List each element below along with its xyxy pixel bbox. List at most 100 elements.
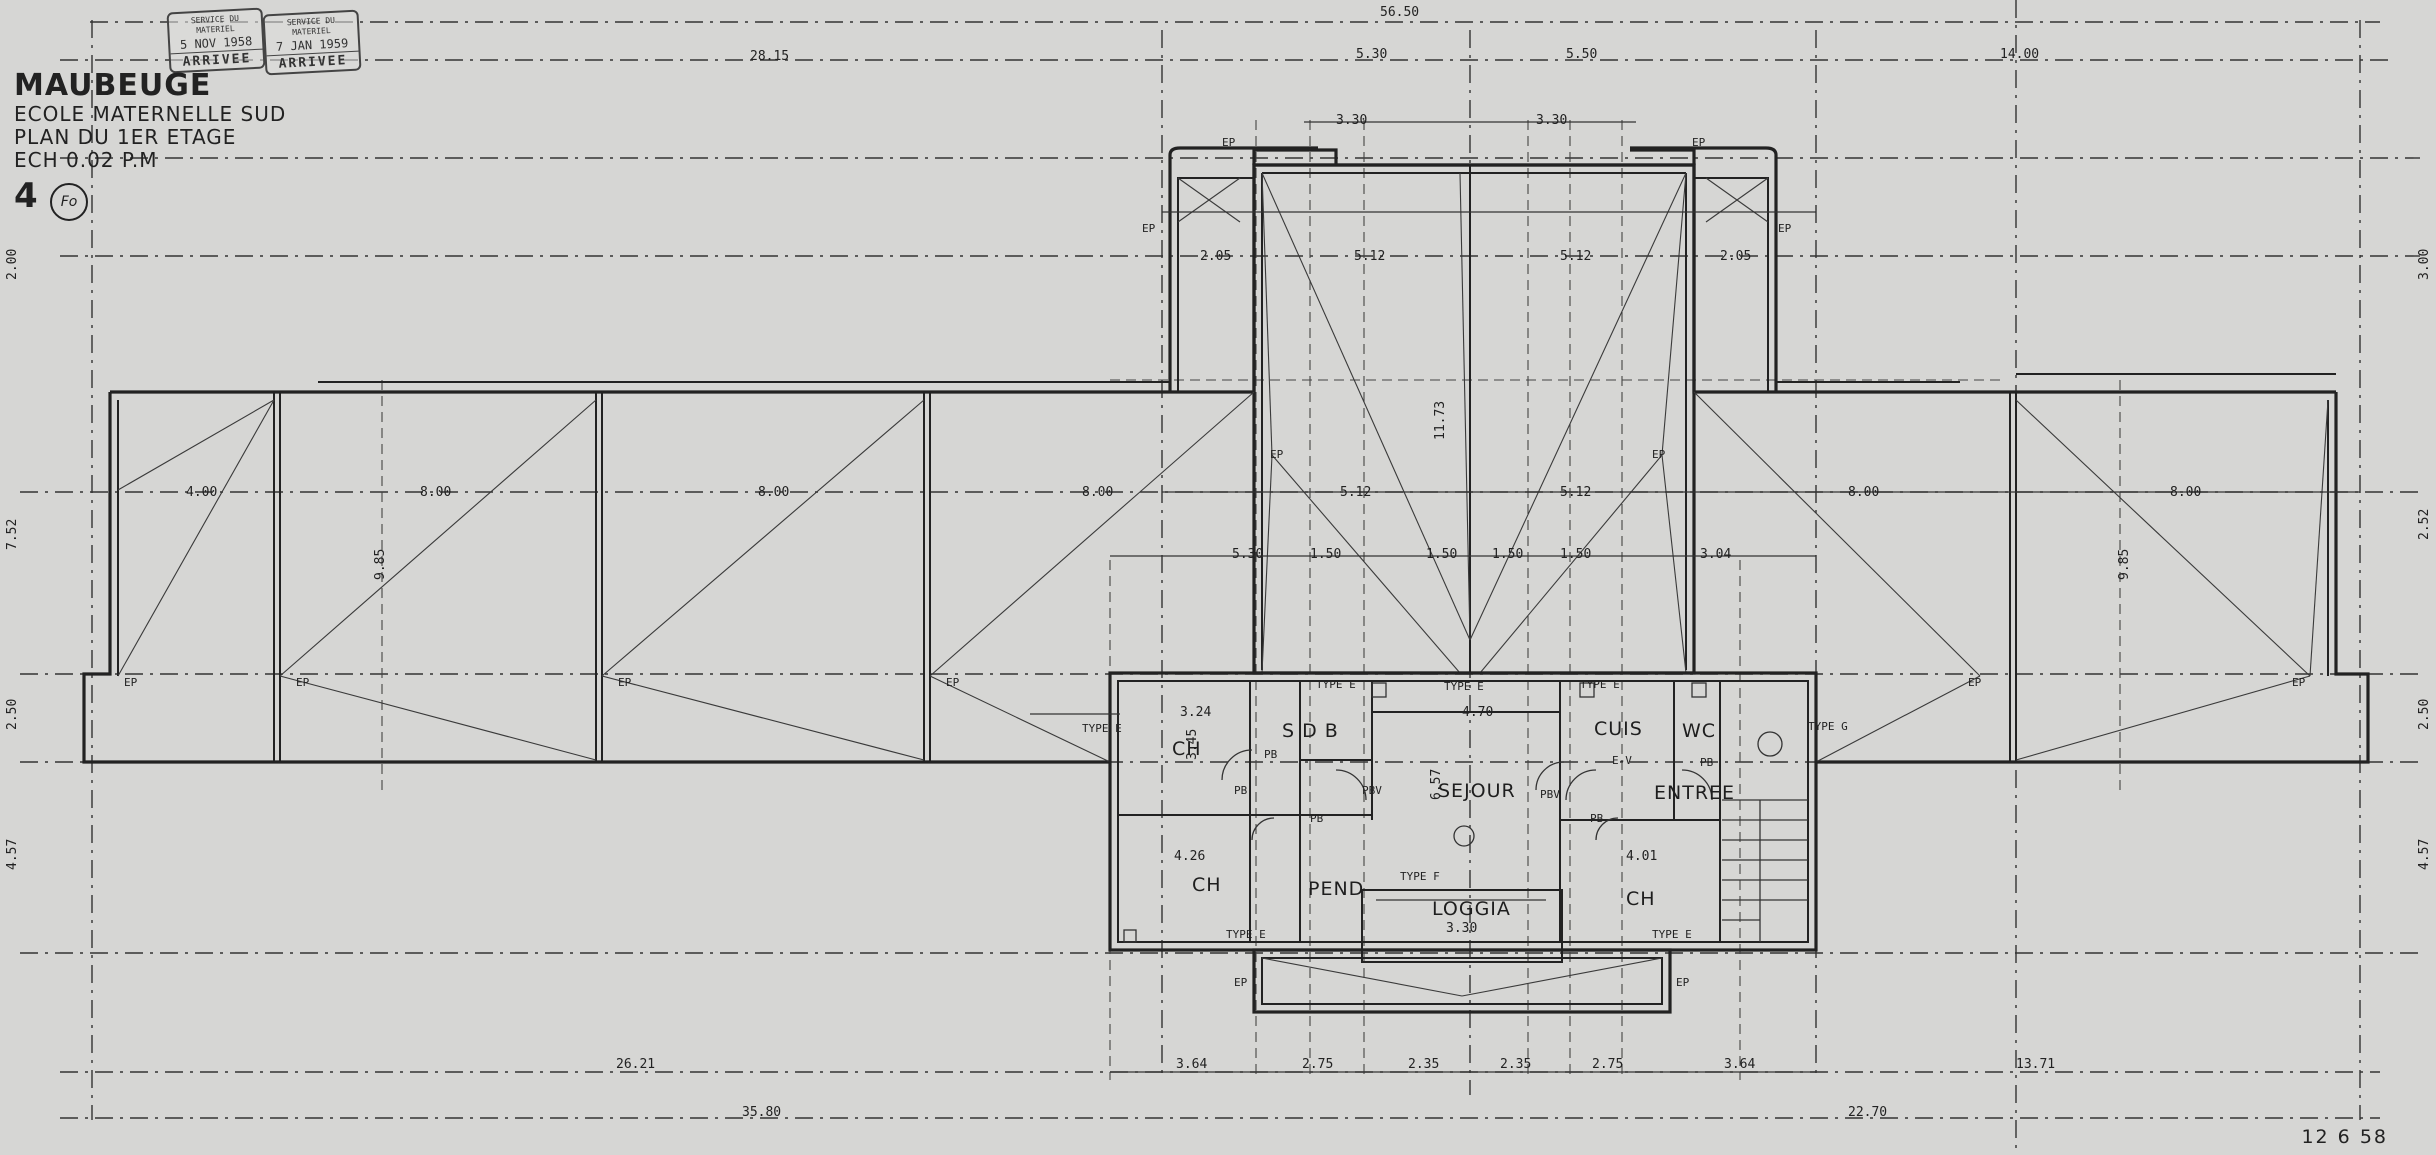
label-ep: EP: [1692, 136, 1706, 149]
staircase: [1722, 799, 1808, 942]
label-ep: EP: [946, 676, 960, 689]
dimension-lines: [1030, 121, 2360, 1073]
dim-bottom-2: 3.64: [1176, 1057, 1207, 1072]
dim-bottom-4: 2.35: [1408, 1057, 1439, 1072]
dim-bottom-total-left: 35.80: [742, 1105, 781, 1120]
dim-ch-top-h: 3.45: [1185, 729, 1200, 760]
label-type-e: TYPE E: [1316, 678, 1356, 691]
dim-apt-6: 3.04: [1700, 547, 1731, 562]
dim-bottom-8: 13.71: [2016, 1057, 2055, 1072]
dim-bay-2: 8.00: [420, 485, 451, 500]
city-title: MAUBEUGE: [14, 68, 212, 103]
dim-apt-1: 5.30: [1232, 547, 1263, 562]
label-type-e: TYPE E: [1082, 722, 1122, 735]
dim-bottom-7: 3.64: [1724, 1057, 1755, 1072]
label-type-e: TYPE E: [1444, 680, 1484, 693]
room-wc: WC: [1682, 720, 1717, 742]
plan-date: 12 6 58: [2301, 1126, 2388, 1148]
dim-sejour-h: 6.57: [1429, 769, 1444, 800]
label-pb: PB: [1700, 756, 1714, 769]
dim-mid-right: 5.12: [1560, 485, 1591, 500]
label-type-g: TYPE G: [1808, 720, 1848, 733]
room-ch-left-top: CH: [1172, 738, 1202, 760]
label-pb: PB: [1264, 748, 1278, 761]
room-cuis: CUIS: [1594, 718, 1643, 740]
room-sejour: SEJOUR: [1438, 780, 1516, 802]
dim-apt-5: 1.50: [1560, 547, 1591, 562]
dim-tower-half-right: 5.50: [1566, 47, 1597, 62]
room-ch-left-bottom: CH: [1192, 874, 1222, 896]
dim-right-v3: 2.50: [2417, 699, 2432, 730]
dim-top-left: 28.15: [750, 49, 789, 64]
label-type-e: TYPE E: [1652, 928, 1692, 941]
plan-scale: ECH 0.02 P.M: [14, 148, 158, 172]
dim-bottom-3: 2.75: [1302, 1057, 1333, 1072]
dim-top-total: 56.50: [1380, 5, 1419, 20]
sheet-code: Fo: [50, 183, 88, 221]
label-ep: EP: [1270, 448, 1284, 461]
label-type-e: TYPE E: [1580, 678, 1620, 691]
label-pb: PB: [1234, 784, 1248, 797]
roof-diagonals: [117, 172, 2329, 763]
dim-diag-right: 9.85: [2117, 549, 2132, 580]
label-type-f: TYPE F: [1400, 870, 1440, 883]
dim-left-v4: 4.57: [5, 839, 20, 870]
apartment-block: [1108, 671, 1818, 963]
label-ep: EP: [618, 676, 632, 689]
label-pbv: PBV: [1362, 784, 1382, 797]
label-type-e: TYPE E: [1226, 928, 1266, 941]
label-pb: PB: [1310, 812, 1324, 825]
label-ep: EP: [1222, 136, 1236, 149]
dim-tower-half-left: 5.30: [1356, 47, 1387, 62]
label-pb: PB: [1590, 812, 1604, 825]
dim-apt-4: 1.50: [1492, 547, 1523, 562]
label-ep: EP: [1778, 222, 1792, 235]
balcony: [1252, 948, 1672, 1014]
dim-bottom-1: 26.21: [616, 1057, 655, 1072]
door-swings: [1221, 749, 1713, 841]
label-pbv: PBV: [1540, 788, 1560, 801]
dim-wing-left-2: 5.12: [1354, 249, 1385, 264]
building-name: ECOLE MATERNELLE SUD: [14, 102, 287, 126]
dim-tower-h: 11.73: [1433, 401, 1448, 440]
dim-top-right: 14.00: [2000, 47, 2039, 62]
dim-left-v1: 2.00: [5, 249, 20, 280]
label-ep: EP: [1652, 448, 1666, 461]
dim-ch-right-w: 4.01: [1626, 849, 1657, 864]
building-outline: [82, 146, 2370, 764]
dim-bottom-total-right: 22.70: [1848, 1105, 1887, 1120]
dim-sejour-w: 4.70: [1462, 705, 1493, 720]
label-ep: EP: [1234, 976, 1248, 989]
label-ep: EP: [2292, 676, 2306, 689]
title-block: MAUBEUGE ECOLE MATERNELLE SUD PLAN DU 1E…: [14, 68, 286, 172]
dim-left-v2: 7.52: [5, 519, 20, 550]
dim-left-v3: 2.50: [5, 699, 20, 730]
dim-wing-right-1: 2.05: [1720, 249, 1751, 264]
room-ch-right: CH: [1626, 888, 1656, 910]
label-ep: EP: [1968, 676, 1982, 689]
room-pend: PEND: [1308, 878, 1365, 900]
dim-ch-top-w: 3.24: [1180, 705, 1211, 720]
dim-bay-1: 4.00: [186, 485, 217, 500]
dim-bottom-5: 2.35: [1500, 1057, 1531, 1072]
label-ep: EP: [124, 676, 138, 689]
room-loggia: LOGGIA: [1432, 898, 1511, 920]
room-sdb: S D B: [1282, 720, 1339, 742]
dim-wing-right-2: 5.12: [1560, 249, 1591, 264]
dim-wing-left-1: 2.05: [1200, 249, 1231, 264]
label-ep: EP: [1142, 222, 1156, 235]
dim-loggia-w: 3.30: [1446, 921, 1477, 936]
dim-bottom-6: 2.75: [1592, 1057, 1623, 1072]
dim-bay-4: 8.00: [1082, 485, 1113, 500]
label-ev: E-V: [1612, 754, 1632, 767]
dim-mid-left: 5.12: [1340, 485, 1371, 500]
label-ep: EP: [296, 676, 310, 689]
dim-ch-bottom-w: 4.26: [1174, 849, 1205, 864]
dim-bay-5: 8.00: [1848, 485, 1879, 500]
dim-right-v1: 3.00: [2417, 249, 2432, 280]
dim-tower-q1: 3.30: [1336, 113, 1367, 128]
dim-apt-3: 1.50: [1426, 547, 1457, 562]
